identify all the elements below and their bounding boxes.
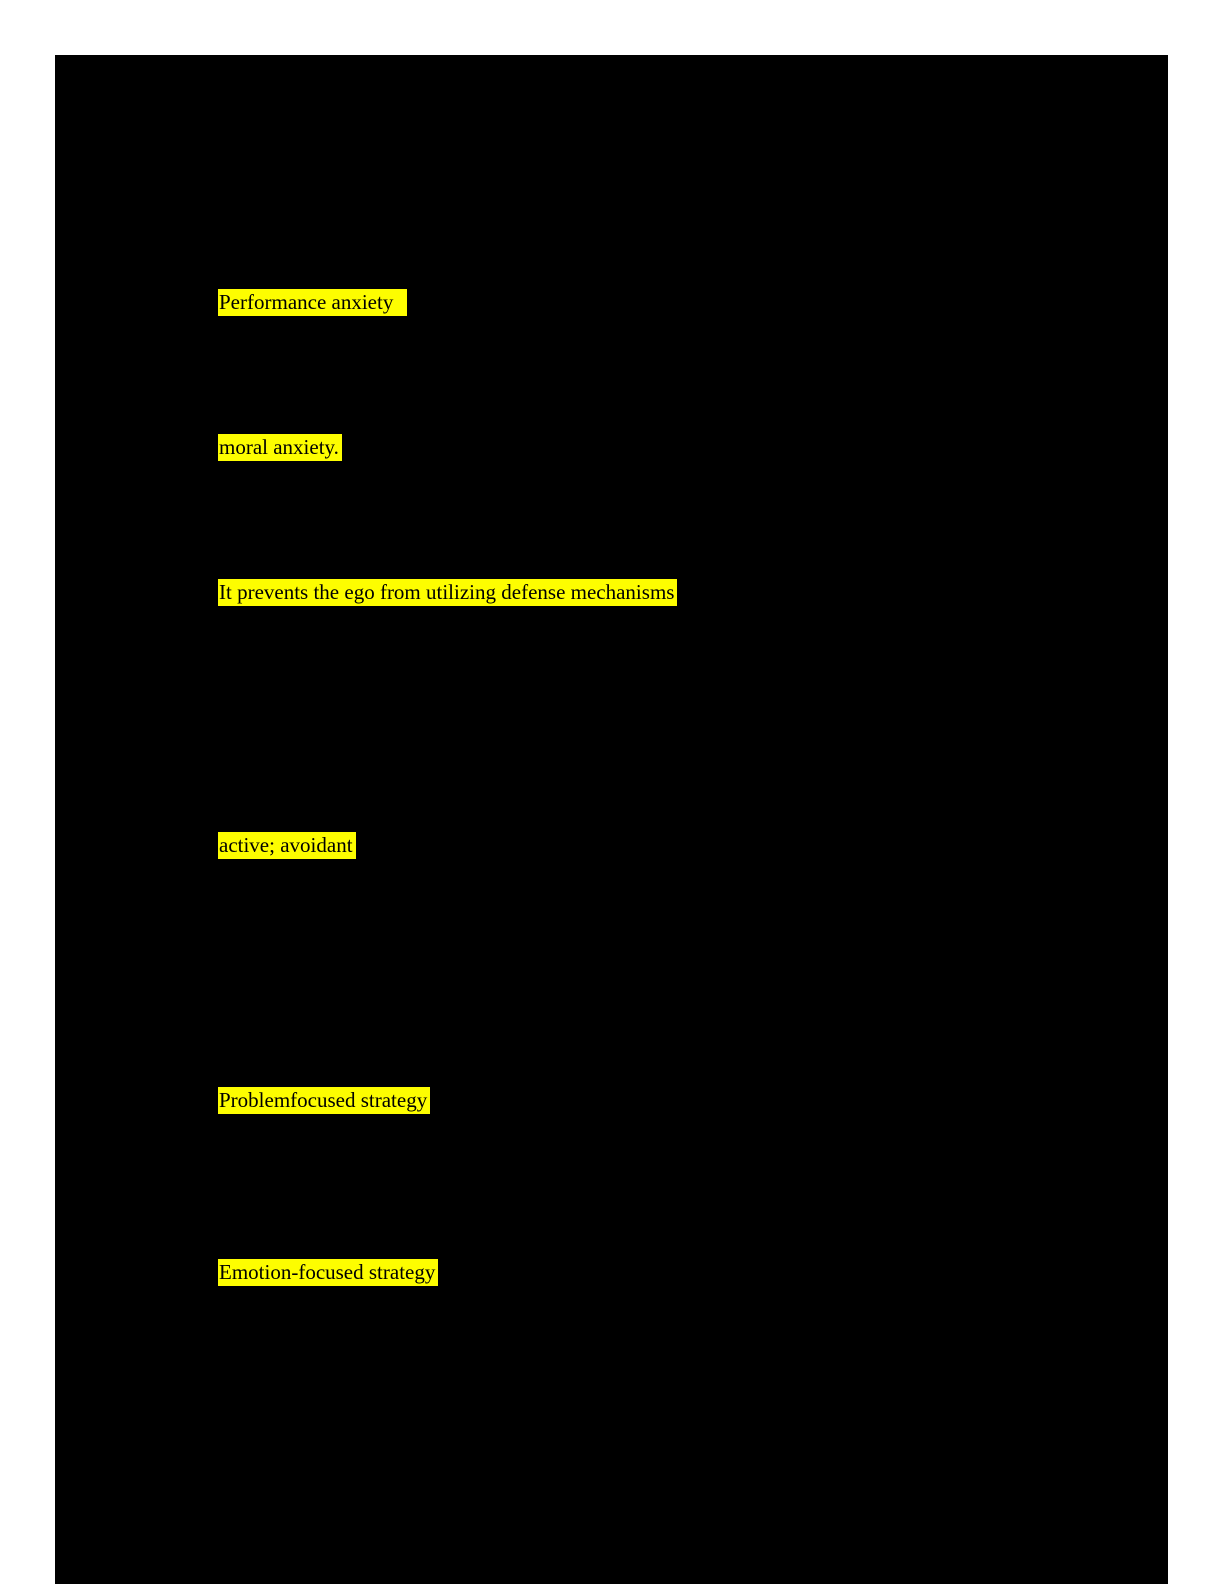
highlighted-answer-moral-anxiety: moral anxiety. — [218, 434, 342, 461]
highlighted-answer-emotion-focused-strategy: Emotion-focused strategy — [218, 1259, 439, 1286]
highlighted-answer-problem-focused-strategy: Problemfocused strategy — [218, 1087, 431, 1114]
document-page: Performance anxiety moral anxiety. It pr… — [55, 55, 1168, 1584]
highlighted-answer-defense-mechanisms: It prevents the ego from utilizing defen… — [218, 579, 678, 606]
highlighted-answer-active-avoidant: active; avoidant — [218, 832, 356, 859]
highlighted-answer-performance-anxiety: Performance anxiety — [218, 289, 408, 316]
